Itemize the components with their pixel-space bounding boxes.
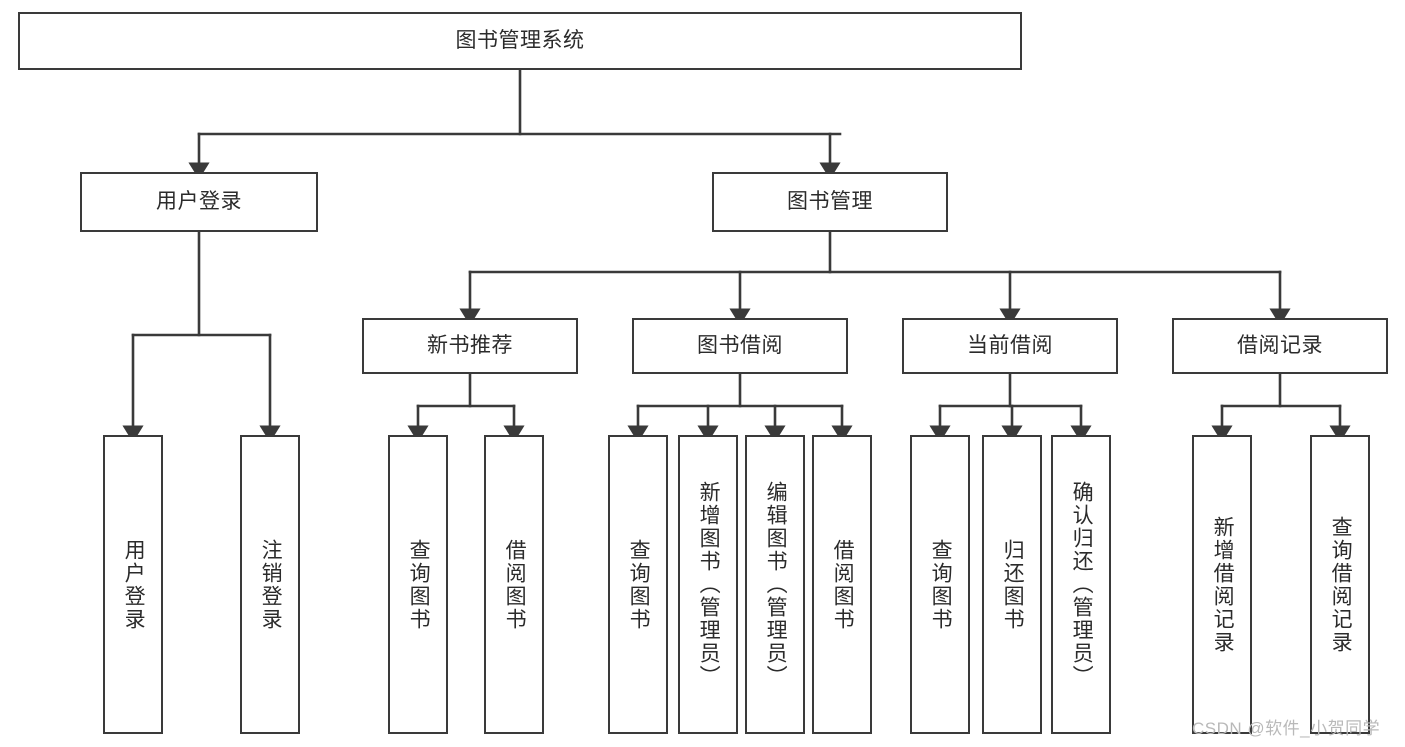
leaf-label: 用户登录: [122, 538, 146, 631]
leaf-label: 新增借阅记录: [1211, 515, 1235, 654]
leaf-label: 注销登录: [259, 538, 283, 631]
node-leaf-borrow-book-1[interactable]: 借阅图书: [484, 435, 544, 734]
leaf-label: 编辑图书（管理员）: [764, 481, 788, 688]
node-leaf-return-book[interactable]: 归还图书: [982, 435, 1042, 734]
leaf-label: 借阅图书: [831, 538, 855, 631]
node-leaf-query-book-1[interactable]: 查询图书: [388, 435, 448, 734]
node-leaf-add-borrow-record[interactable]: 新增借阅记录: [1192, 435, 1252, 734]
leaf-label: 查询图书: [407, 538, 431, 631]
node-user-login[interactable]: 用户登录: [80, 172, 318, 232]
node-leaf-confirm-return-admin[interactable]: 确认归还（管理员）: [1051, 435, 1111, 734]
leaf-label: 归还图书: [1001, 538, 1025, 631]
node-leaf-query-book-3[interactable]: 查询图书: [910, 435, 970, 734]
watermark-text: CSDN @软件_小贺同学: [1192, 719, 1381, 738]
leaf-label: 查询图书: [929, 538, 953, 631]
node-new-book-recommend[interactable]: 新书推荐: [362, 318, 578, 374]
leaf-label: 查询借阅记录: [1329, 515, 1353, 654]
node-book-borrow[interactable]: 图书借阅: [632, 318, 848, 374]
node-leaf-edit-book-admin[interactable]: 编辑图书（管理员）: [745, 435, 805, 734]
leaf-label: 查询图书: [627, 538, 651, 631]
node-leaf-query-book-2[interactable]: 查询图书: [608, 435, 668, 734]
leaf-label: 确认归还（管理员）: [1070, 481, 1094, 688]
node-leaf-user-logout[interactable]: 注销登录: [240, 435, 300, 734]
leaf-label: 借阅图书: [503, 538, 527, 631]
node-root[interactable]: 图书管理系统: [18, 12, 1022, 70]
node-leaf-borrow-book-2[interactable]: 借阅图书: [812, 435, 872, 734]
node-book-manage[interactable]: 图书管理: [712, 172, 948, 232]
node-leaf-user-login[interactable]: 用户登录: [103, 435, 163, 734]
node-borrow-record[interactable]: 借阅记录: [1172, 318, 1388, 374]
node-current-borrow[interactable]: 当前借阅: [902, 318, 1118, 374]
leaf-label: 新增图书（管理员）: [697, 481, 721, 688]
node-leaf-query-borrow-record[interactable]: 查询借阅记录: [1310, 435, 1370, 734]
node-leaf-add-book-admin[interactable]: 新增图书（管理员）: [678, 435, 738, 734]
